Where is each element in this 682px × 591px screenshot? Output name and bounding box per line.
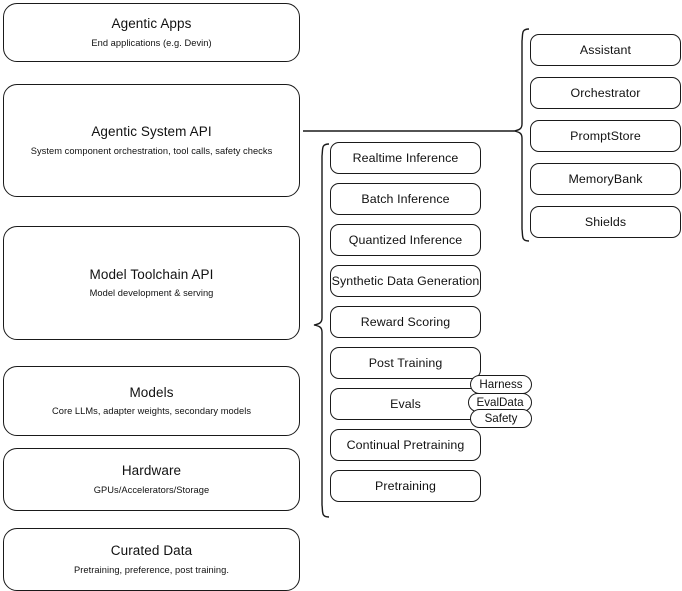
pill-label: EvalData	[476, 396, 524, 409]
capability-label: Realtime Inference	[352, 150, 459, 165]
capability-realtime-inference[interactable]: Realtime Inference	[330, 142, 481, 174]
capability-evals[interactable]: Evals	[330, 388, 481, 420]
layer-agentic-system-api[interactable]: Agentic System API System component orch…	[3, 84, 300, 197]
capability-label: Evals	[390, 396, 421, 411]
component-label: PromptStore	[570, 128, 641, 143]
layer-title: Curated Data	[110, 543, 193, 559]
capability-label: Synthetic Data Generation	[331, 273, 480, 288]
layer-subtitle: Core LLMs, adapter weights, secondary mo…	[51, 406, 252, 417]
layer-subtitle: System component orchestration, tool cal…	[30, 145, 273, 156]
system-component-promptstore[interactable]: PromptStore	[530, 120, 681, 152]
capability-label: Reward Scoring	[360, 314, 451, 329]
layer-title: Models	[129, 384, 174, 400]
layer-title: Hardware	[121, 463, 182, 479]
capability-label: Pretraining	[374, 478, 437, 493]
capability-pretraining[interactable]: Pretraining	[330, 470, 481, 502]
capability-continual-pretraining[interactable]: Continual Pretraining	[330, 429, 481, 461]
system-components-brace	[513, 28, 530, 242]
component-label: Orchestrator	[570, 85, 641, 100]
layer-title: Agentic System API	[91, 124, 212, 140]
capability-reward-scoring[interactable]: Reward Scoring	[330, 306, 481, 338]
component-label: Shields	[584, 214, 627, 229]
layer-title: Agentic Apps	[111, 16, 192, 32]
system-component-assistant[interactable]: Assistant	[530, 34, 681, 66]
layer-model-toolchain-api[interactable]: Model Toolchain API Model development & …	[3, 226, 300, 340]
component-label: MemoryBank	[568, 171, 643, 186]
capability-synthetic-data-generation[interactable]: Synthetic Data Generation	[330, 265, 481, 297]
system-component-memorybank[interactable]: MemoryBank	[530, 163, 681, 195]
toolchain-capabilities-brace	[313, 143, 330, 518]
layer-title: Model Toolchain API	[89, 266, 214, 282]
capability-label: Batch Inference	[361, 191, 450, 206]
layer-hardware[interactable]: Hardware GPUs/Accelerators/Storage	[3, 448, 300, 511]
layer-agentic-apps[interactable]: Agentic Apps End applications (e.g. Devi…	[3, 3, 300, 62]
layer-subtitle: Pretraining, preference, post training.	[74, 564, 229, 575]
layer-curated-data[interactable]: Curated Data Pretraining, preference, po…	[3, 528, 300, 591]
evals-subcomponent-safety[interactable]: Safety	[470, 409, 532, 428]
capability-post-training[interactable]: Post Training	[330, 347, 481, 379]
evals-subcomponent-harness[interactable]: Harness	[470, 375, 532, 394]
capability-batch-inference[interactable]: Batch Inference	[330, 183, 481, 215]
layer-subtitle: End applications (e.g. Devin)	[91, 37, 212, 48]
component-label: Assistant	[579, 42, 632, 57]
pill-label: Harness	[479, 378, 523, 391]
layer-subtitle: Model development & serving	[89, 288, 214, 299]
layer-subtitle: GPUs/Accelerators/Storage	[93, 484, 210, 495]
capability-quantized-inference[interactable]: Quantized Inference	[330, 224, 481, 256]
pill-label: Safety	[484, 412, 518, 425]
capability-label: Quantized Inference	[348, 232, 463, 247]
layer-models[interactable]: Models Core LLMs, adapter weights, secon…	[3, 366, 300, 436]
capability-label: Post Training	[368, 355, 443, 370]
capability-label: Continual Pretraining	[346, 437, 465, 452]
system-component-orchestrator[interactable]: Orchestrator	[530, 77, 681, 109]
system-component-shields[interactable]: Shields	[530, 206, 681, 238]
